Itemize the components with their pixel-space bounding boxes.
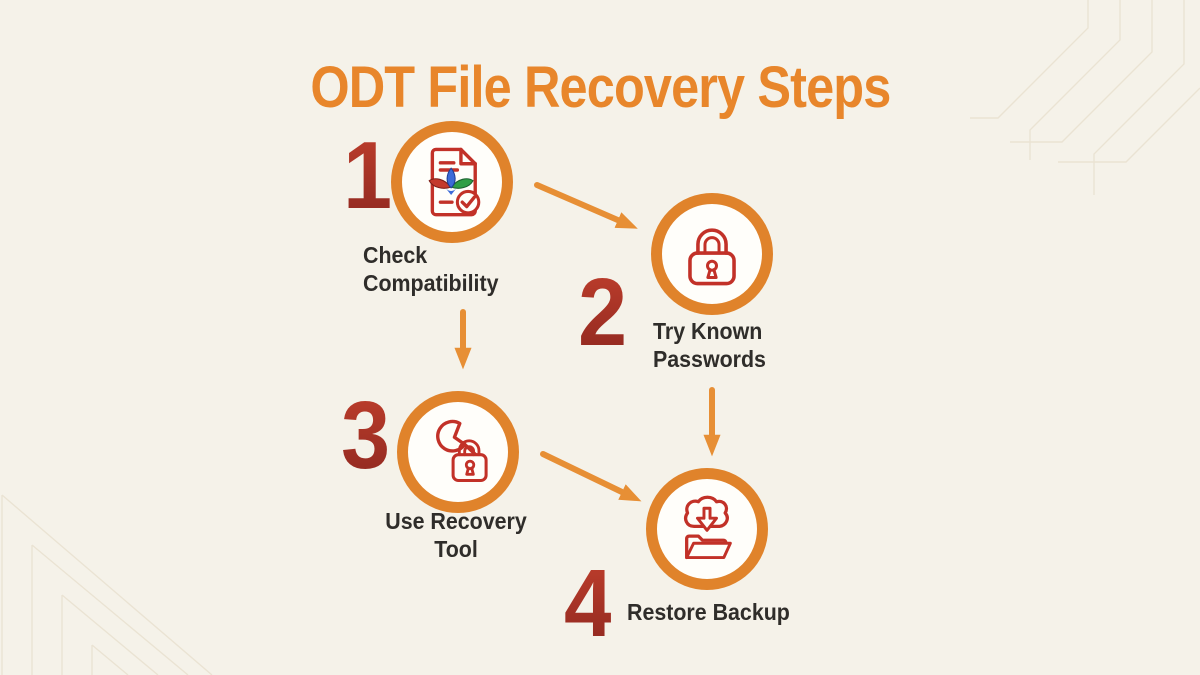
step-4-label: Restore Backup [627,598,790,626]
cloud-download-folder-icon [684,495,732,560]
padlock-icon [688,228,736,286]
step-2-label-line2: Passwords [653,346,766,372]
step-1-circle [391,121,513,243]
step-1-label-line1: Check [363,242,428,268]
step-2-label-line1: Try Known [653,318,763,344]
step-4-label-line1: Restore Backup [627,599,790,625]
arrow-step1-to-step2 [534,182,638,229]
step-3-circle [397,391,519,513]
document-check-icon [428,147,481,216]
step-3-label-line1: Use Recovery [385,508,527,534]
step-4-number: 4 [564,550,613,657]
step-1-label-line2: Compatibility [363,270,499,296]
step-3-label-line2: Tool [434,536,478,562]
wrench-lock-icon [436,419,488,483]
corner-pattern-bottom-left [1,494,213,675]
step-2-number: 2 [578,259,627,366]
step-1-number: 1 [343,122,392,229]
step-3-label: Use Recovery Tool [363,507,549,563]
page-title: ODT File Recovery Steps [309,54,891,120]
arrow-step3-to-step4 [540,451,642,502]
step-1-label: Check Compatibility [363,241,498,297]
step-4-circle [646,468,768,590]
step-2-label: Try Known Passwords [653,317,766,373]
step-2-circle [651,193,773,315]
step-3-number: 3 [341,382,390,489]
